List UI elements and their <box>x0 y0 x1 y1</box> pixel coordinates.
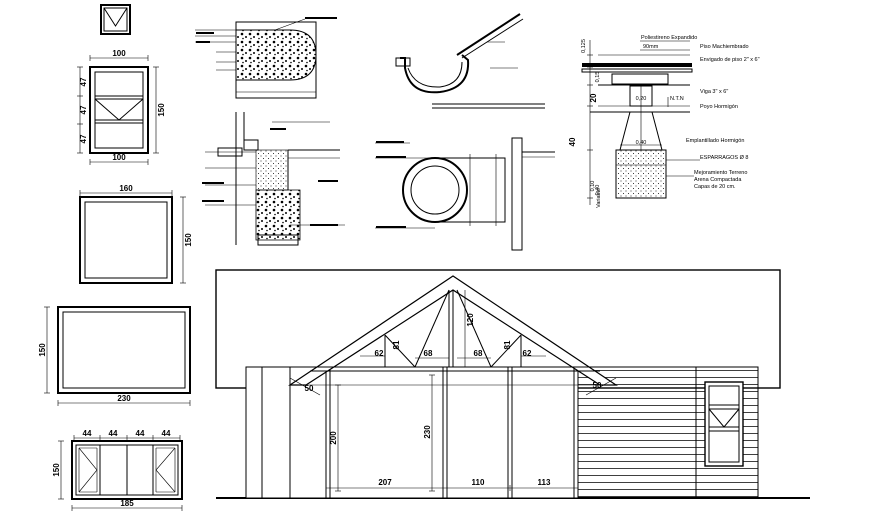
foundation-section-detail-b <box>202 112 345 246</box>
footing-detail: 0,125 0,15 0,20 0,40 0,40 0,10 Variable … <box>568 35 760 208</box>
win4-panel-4: 44 <box>162 429 171 438</box>
gutter-detail-circular <box>375 137 555 251</box>
truss-height-120: 120 <box>466 313 475 327</box>
win2-width-dim: 160 <box>119 184 133 193</box>
footing-dim-040a: 0,40 <box>636 140 647 146</box>
height-200: 200 <box>329 431 338 445</box>
note-capas: Capas de 20 cm. <box>694 184 736 190</box>
note-arena: Arena Compactada <box>694 177 742 183</box>
truss-dimensions: 120 81 81 62 68 68 62 50 50 <box>289 290 617 396</box>
note-envigado: Envigado de piso 2" x 6" <box>700 57 760 63</box>
height-230: 230 <box>423 425 432 439</box>
note-esparragos: ESPARRAGOS Ø 8 <box>700 155 749 161</box>
footing-dim-20: 20 <box>589 93 598 102</box>
win3-width-dim: 230 <box>117 394 131 403</box>
footing-dim-015: 0,15 <box>595 72 601 83</box>
win4-panel-1: 44 <box>83 429 92 438</box>
small-window-icon <box>100 4 131 35</box>
footing-dim-020: 0,20 <box>636 96 647 102</box>
note-poliestireno: Poliestireno Expandido <box>641 35 697 41</box>
window-3-elevation: 150 230 <box>38 306 191 406</box>
note-viga: Viga 3" x 6" <box>700 89 728 95</box>
eave-50-right: 50 <box>593 381 602 390</box>
footing-dim-040b: 0,40 <box>595 185 601 196</box>
footing-dim-40: 40 <box>568 137 577 146</box>
note-emplantillado: Emplantillado Hormigón <box>686 138 744 144</box>
truss-68-left: 68 <box>424 349 433 358</box>
footing-dim-0125: 0,125 <box>581 39 587 53</box>
bottom-113: 113 <box>538 478 551 487</box>
window-4-elevation: 44 44 44 44 150 185 <box>52 429 183 511</box>
win4-width-dim: 185 <box>120 499 134 508</box>
note-mejoramiento: Mejoramiento Terreno <box>694 170 747 176</box>
truss-62-left: 62 <box>375 349 384 358</box>
note-poyo: Poyo Hormigón <box>700 104 738 110</box>
win4-height-dim: 150 <box>52 463 61 477</box>
eave-50-left: 50 <box>305 384 314 393</box>
gutter-detail-top <box>395 13 545 109</box>
win1-bottom-width: 100 <box>112 153 126 162</box>
win4-panel-2: 44 <box>109 429 118 438</box>
foundation-section-detail-a <box>195 17 337 99</box>
window-2-elevation: 160 150 <box>79 184 193 284</box>
win1-height-3: 47 <box>79 134 88 143</box>
bottom-110: 110 <box>472 478 485 487</box>
truss-81-left: 81 <box>392 340 401 349</box>
win1-width-dim: 100 <box>112 49 126 58</box>
win4-panel-3: 44 <box>136 429 145 438</box>
win3-height-dim: 150 <box>38 343 47 357</box>
note-90mm: 90mm <box>643 44 659 50</box>
note-piso-machiembrado: Piso Machiembrado <box>700 44 749 50</box>
note-ntn: N.T.N <box>670 96 684 102</box>
win1-height-1: 47 <box>79 77 88 86</box>
truss-81-right: 81 <box>503 340 512 349</box>
building-elevation: 120 81 81 62 68 68 62 50 50 200 230 <box>215 269 810 499</box>
win1-height-total: 150 <box>157 103 166 117</box>
window-1-elevation: 100 47 47 47 150 100 <box>77 49 166 165</box>
bottom-207: 207 <box>378 478 392 487</box>
truss-68-right: 68 <box>474 349 483 358</box>
win2-height-dim: 150 <box>184 233 193 247</box>
win1-height-2: 47 <box>79 105 88 114</box>
truss-62-right: 62 <box>523 349 532 358</box>
footing-dim-variable: Variable <box>596 188 602 208</box>
footing-dim-010: 0,10 <box>590 181 596 192</box>
